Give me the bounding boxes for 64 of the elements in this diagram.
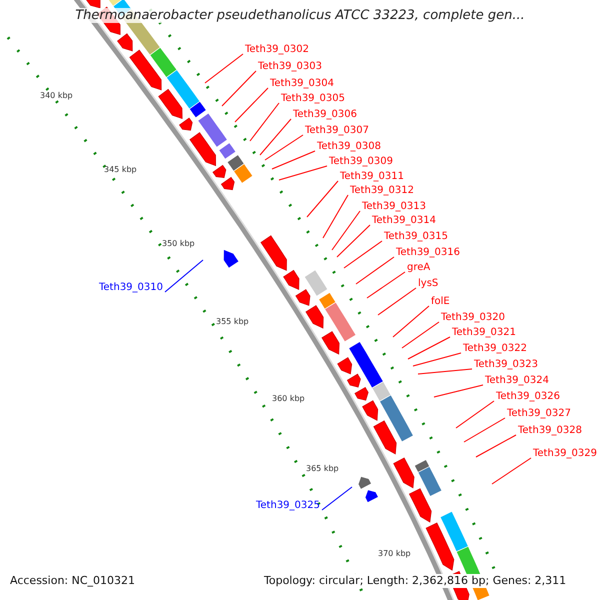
info-text: Topology: circular; Length: 2,362,816 bp; Genes: 2,311 <box>262 574 568 588</box>
leader-line <box>322 194 348 238</box>
leader-line <box>456 400 494 428</box>
gene-label: Teth39_0306 <box>293 109 357 121</box>
leader-line <box>222 70 256 106</box>
gene-label: Teth39_0308 <box>317 141 381 153</box>
gene-label: greA <box>407 262 430 274</box>
gene-label: Teth39_0316 <box>396 247 460 259</box>
leader-line <box>418 368 472 374</box>
scale-label: 360 kbp <box>272 394 305 404</box>
leader-line <box>378 288 416 316</box>
gene-label: Teth39_0310 <box>99 282 163 294</box>
gene-label: Teth39_0311 <box>340 171 404 183</box>
gene-label: Teth39_0312 <box>350 185 414 197</box>
gene-label: Teth39_0322 <box>463 343 527 355</box>
leader-line <box>366 272 406 298</box>
gene-label: Teth39_0313 <box>362 201 426 213</box>
leader-line <box>492 458 532 484</box>
leader-line <box>434 384 484 398</box>
leader-line <box>272 150 316 170</box>
gene-label: Teth39_0314 <box>372 215 436 227</box>
scale-label: 340 kbp <box>40 91 73 101</box>
leader-line <box>336 224 370 258</box>
gene-label: folE <box>431 296 450 308</box>
gene-label: Teth39_0326 <box>496 391 560 403</box>
gene-label: Teth39_0328 <box>518 425 582 437</box>
scale-label: 365 kbp <box>306 464 339 474</box>
leader-line <box>322 486 352 510</box>
leader-line <box>306 180 338 218</box>
gene-label: Teth39_0303 <box>258 61 322 73</box>
leader-line <box>464 418 506 442</box>
leader-line <box>476 434 516 458</box>
gene-label: Teth39_0321 <box>452 327 516 339</box>
leader-line <box>356 256 394 284</box>
leader-line <box>264 134 304 160</box>
gene-label: Teth39_0304 <box>270 78 334 90</box>
leader-line <box>278 166 328 180</box>
leader-line <box>392 306 430 338</box>
gene-label: Teth39_0323 <box>474 359 538 371</box>
scale-label: 345 kbp <box>104 165 137 175</box>
scale-label: 350 kbp <box>162 239 195 249</box>
leader-line <box>164 260 204 292</box>
gene-label: Teth39_0329 <box>533 448 597 460</box>
gene-label: Teth39_0307 <box>305 125 369 137</box>
gene-label: Teth39_0315 <box>384 231 448 243</box>
leader-line <box>250 102 280 142</box>
leader-line <box>344 240 382 268</box>
leader-line <box>204 54 244 84</box>
gene-label: Teth39_0324 <box>485 375 549 387</box>
leader-line <box>408 336 450 360</box>
leader-line <box>412 352 462 366</box>
gene-label: lysS <box>418 278 438 290</box>
leader-line <box>234 88 268 122</box>
gene-label: Teth39_0327 <box>507 408 571 420</box>
leader-line <box>260 118 292 156</box>
scale-label: 355 kbp <box>216 317 249 327</box>
leader-line <box>332 210 360 250</box>
gene-label: Teth39_0305 <box>281 93 345 105</box>
leader-line <box>402 322 440 348</box>
gene-label: Teth39_0302 <box>245 44 309 56</box>
gene-label: Teth39_0320 <box>441 312 505 324</box>
gene-label: Teth39_0309 <box>329 156 393 168</box>
scale-label: 370 kbp <box>378 549 411 559</box>
gene-label: Teth39_0325 <box>256 500 320 512</box>
